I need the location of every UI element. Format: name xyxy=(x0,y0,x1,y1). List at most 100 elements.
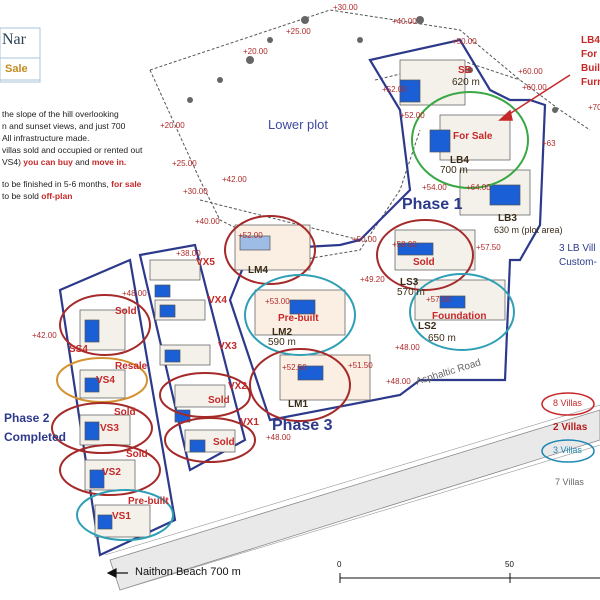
elevation-label: +49.20 xyxy=(360,275,385,284)
villa-sb-area: 620 m xyxy=(452,77,480,88)
status-ellipses xyxy=(51,91,529,541)
lb4-note-1: LB4 xyxy=(581,35,600,46)
lb4-pointer xyxy=(498,74,571,121)
ellipse-lb4-for-sale xyxy=(411,91,529,189)
villa-vs3-status: Sold xyxy=(114,407,136,418)
elevation-label: +42.00 xyxy=(222,175,247,184)
phase3-label: Phase 3 xyxy=(272,417,333,434)
ellipse-vs1-pre-built xyxy=(76,489,174,541)
villa-vs1-code: VS1 xyxy=(112,511,131,522)
elevation-label: +60.00 xyxy=(522,83,547,92)
phase1-boundary xyxy=(228,38,547,422)
villa-ls2-area: 650 m xyxy=(428,333,456,344)
elevation-label: +50.00 xyxy=(352,235,377,244)
elevation-label: +60.00 xyxy=(518,67,543,76)
legend-8-villas: 8 Villas xyxy=(553,398,582,408)
intro-line-7: to be sold off-plan xyxy=(2,191,73,201)
villa-lm2-area: 590 m xyxy=(268,337,296,348)
legend-2-villas: 2 Villas xyxy=(553,422,588,433)
villa-ls3-status: Sold xyxy=(413,257,435,268)
elevation-label: +48.00 xyxy=(395,343,420,352)
ellipse-vs2 xyxy=(59,444,161,496)
villa-lm2-status: Pre-built xyxy=(278,313,319,324)
villa-lm1-code: LM1 xyxy=(288,399,308,410)
intro-line-2: n and sunset views, and just 700 xyxy=(2,121,126,131)
beach-arrow xyxy=(106,568,128,578)
ellipse-ss4 xyxy=(59,294,151,356)
villa-lm2-code: LM2 xyxy=(272,327,292,338)
elevation-label: +20.00 xyxy=(160,121,185,130)
pool-lb4 xyxy=(429,129,451,153)
scale-label-50: 50 xyxy=(505,560,514,569)
villa-vx3-code: VX3 xyxy=(218,341,237,352)
ellipse-lm4 xyxy=(224,215,316,285)
elevation-label: +51.50 xyxy=(348,361,373,370)
lower-plot-label: Lower plot xyxy=(268,117,328,132)
villa-lb4-code: LB4 xyxy=(450,155,469,166)
logo-frame xyxy=(0,27,41,83)
elevation-label: +48.00 xyxy=(266,433,291,442)
pool-lm4 xyxy=(239,235,271,251)
lower-plot-boundary xyxy=(149,69,421,261)
sale-badge: Sale xyxy=(5,63,28,75)
beach-distance-label: Naithon Beach 700 m xyxy=(135,566,241,578)
elevation-label: +40.00 xyxy=(195,217,220,226)
lb4-note-4: Furr xyxy=(581,77,600,88)
villa-vx4-code: VX4 xyxy=(208,295,227,306)
villa-lb4-status: For Sale xyxy=(453,131,493,142)
elevation-label: +58.00 xyxy=(392,240,417,249)
custom-label: Custom- xyxy=(559,257,597,268)
elevation-label: +54.00 xyxy=(422,183,447,192)
phase1-label: Phase 1 xyxy=(402,196,463,213)
villa-vx1-status: Sold xyxy=(213,437,235,448)
asphaltic-road xyxy=(109,409,600,591)
villa-vs2-status: Sold xyxy=(126,449,148,460)
villa-vx5 xyxy=(149,259,201,281)
ellipse-ls2-foundation xyxy=(409,273,515,351)
elevation-label: +48.00 xyxy=(122,289,147,298)
ellipse-vs3 xyxy=(51,402,153,454)
villa-vs2-code: VS2 xyxy=(102,467,121,478)
villa-vs1-status: Pre-built xyxy=(128,496,169,507)
villa-ls2-code: LS2 xyxy=(418,321,437,332)
pool-ls3 xyxy=(397,242,434,256)
phase2-label: Phase 2 xyxy=(4,411,50,425)
villa-lm4-code: LM4 xyxy=(248,265,268,276)
elevation-label: +48.00 xyxy=(386,377,411,386)
elevation-label: +50.00 xyxy=(452,37,477,46)
elevation-label: +30.00 xyxy=(183,187,208,196)
villa-lb3-code: LB3 xyxy=(498,213,517,224)
villa-lb3-area: 630 m (plot area) xyxy=(494,225,563,235)
elevation-label: +30.00 xyxy=(333,3,358,12)
elevation-label: +52.00 xyxy=(382,85,407,94)
villa-vs4-code: VS4 xyxy=(96,375,115,386)
elevation-label: +63 xyxy=(542,139,556,148)
elevation-label: +25.00 xyxy=(286,27,311,36)
intro-line-3: All infrastructure made. xyxy=(2,133,90,143)
logo-text: Nar xyxy=(2,31,26,48)
elevation-label: +52.00 xyxy=(400,111,425,120)
legend-7-villas: 7 Villas xyxy=(555,477,584,487)
road xyxy=(104,404,600,591)
elevation-label: +53.00 xyxy=(265,297,290,306)
trees xyxy=(187,16,558,113)
intro-line-4: villas sold and occupied or rented out xyxy=(2,145,143,155)
elevation-label: +20.00 xyxy=(243,47,268,56)
ellipse-ls3-sold xyxy=(376,219,474,291)
ellipse-lm1 xyxy=(249,348,351,422)
intro-line-1: the slope of the hill overlooking xyxy=(2,109,119,119)
elevation-label: +52.00 xyxy=(238,231,263,240)
villa-lb4-area: 700 m xyxy=(440,165,468,176)
elevation-label: +40.00 xyxy=(392,17,417,26)
ellipse-lm2-pre-built xyxy=(244,274,356,356)
intro-line-6: to be finished in 5-6 months, for sale xyxy=(2,179,142,189)
legend-3-villas: 3 Villas xyxy=(553,445,582,455)
villa-footprints xyxy=(79,59,531,538)
pool-lm2 xyxy=(289,299,316,315)
scale-bar xyxy=(339,573,600,583)
villa-vx2 xyxy=(174,384,226,408)
intro-line-5: VS4) you can buy and move in. xyxy=(2,157,127,167)
pool-lb3 xyxy=(489,184,521,206)
